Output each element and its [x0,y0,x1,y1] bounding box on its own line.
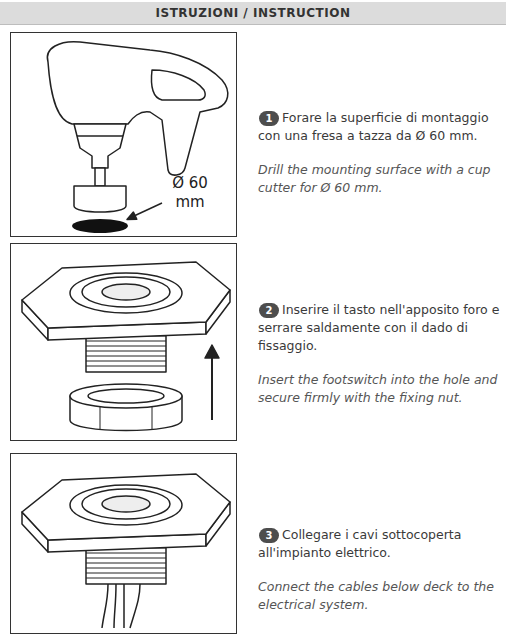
switch-bezel [70,273,182,313]
nut-thread [88,389,164,403]
instruction-text-translation: Connect the cables below deck to the ele… [258,578,502,614]
drill-handle-hole [151,70,205,100]
chuck-line [77,135,123,137]
panel-frame [11,244,237,441]
header-title: ISTRUZIONI / INSTRUCTION [0,2,506,25]
drill-body [47,42,227,175]
callout-number: 3 [259,528,279,543]
cup-cutter [74,186,126,212]
footswitch-assembly [22,262,230,431]
callout-number: 1 [259,111,279,126]
instruction-text: Inserire il tasto nell'apposito foro e s… [258,301,502,355]
step-number: 2 [259,303,279,318]
deck-plate-top [22,474,230,540]
switch-button [102,284,150,300]
thread-lines [86,548,166,578]
step-number: 3 [259,528,279,543]
drilled-hole [72,219,128,233]
deck-plate-top [22,262,230,328]
instruction-text-translation: Insert the footswitch into the hole and … [258,371,502,407]
callout-number: 2 [259,303,279,318]
leader-line [134,203,162,216]
switch-bezel [70,485,182,525]
nut-top [70,384,182,408]
switch-ring [82,489,170,519]
panel-frame [11,454,237,634]
drill-figure [47,42,227,233]
drill-chuck [74,124,126,168]
thread-lines [86,336,166,366]
switch-ring [82,277,170,307]
dimension-label: Ø 60 mm [161,174,219,212]
cables [102,584,140,628]
assembly-arrowhead [205,345,219,358]
installed-footswitch [22,474,230,628]
step-number: 1 [259,111,279,126]
instruction-text-translation: Drill the mounting surface with a cup cu… [258,161,502,197]
drill-shank [95,168,105,186]
assembly-arrow [211,356,213,420]
instruction-text: Forare la superficie di montaggio con un… [258,109,502,145]
illustration-panel: Ø 60 mm [10,32,237,237]
instruction-text: Collegare i cavi sottocoperta all'impian… [258,526,502,562]
switch-button [102,496,150,512]
leader-arrowhead [127,212,137,219]
